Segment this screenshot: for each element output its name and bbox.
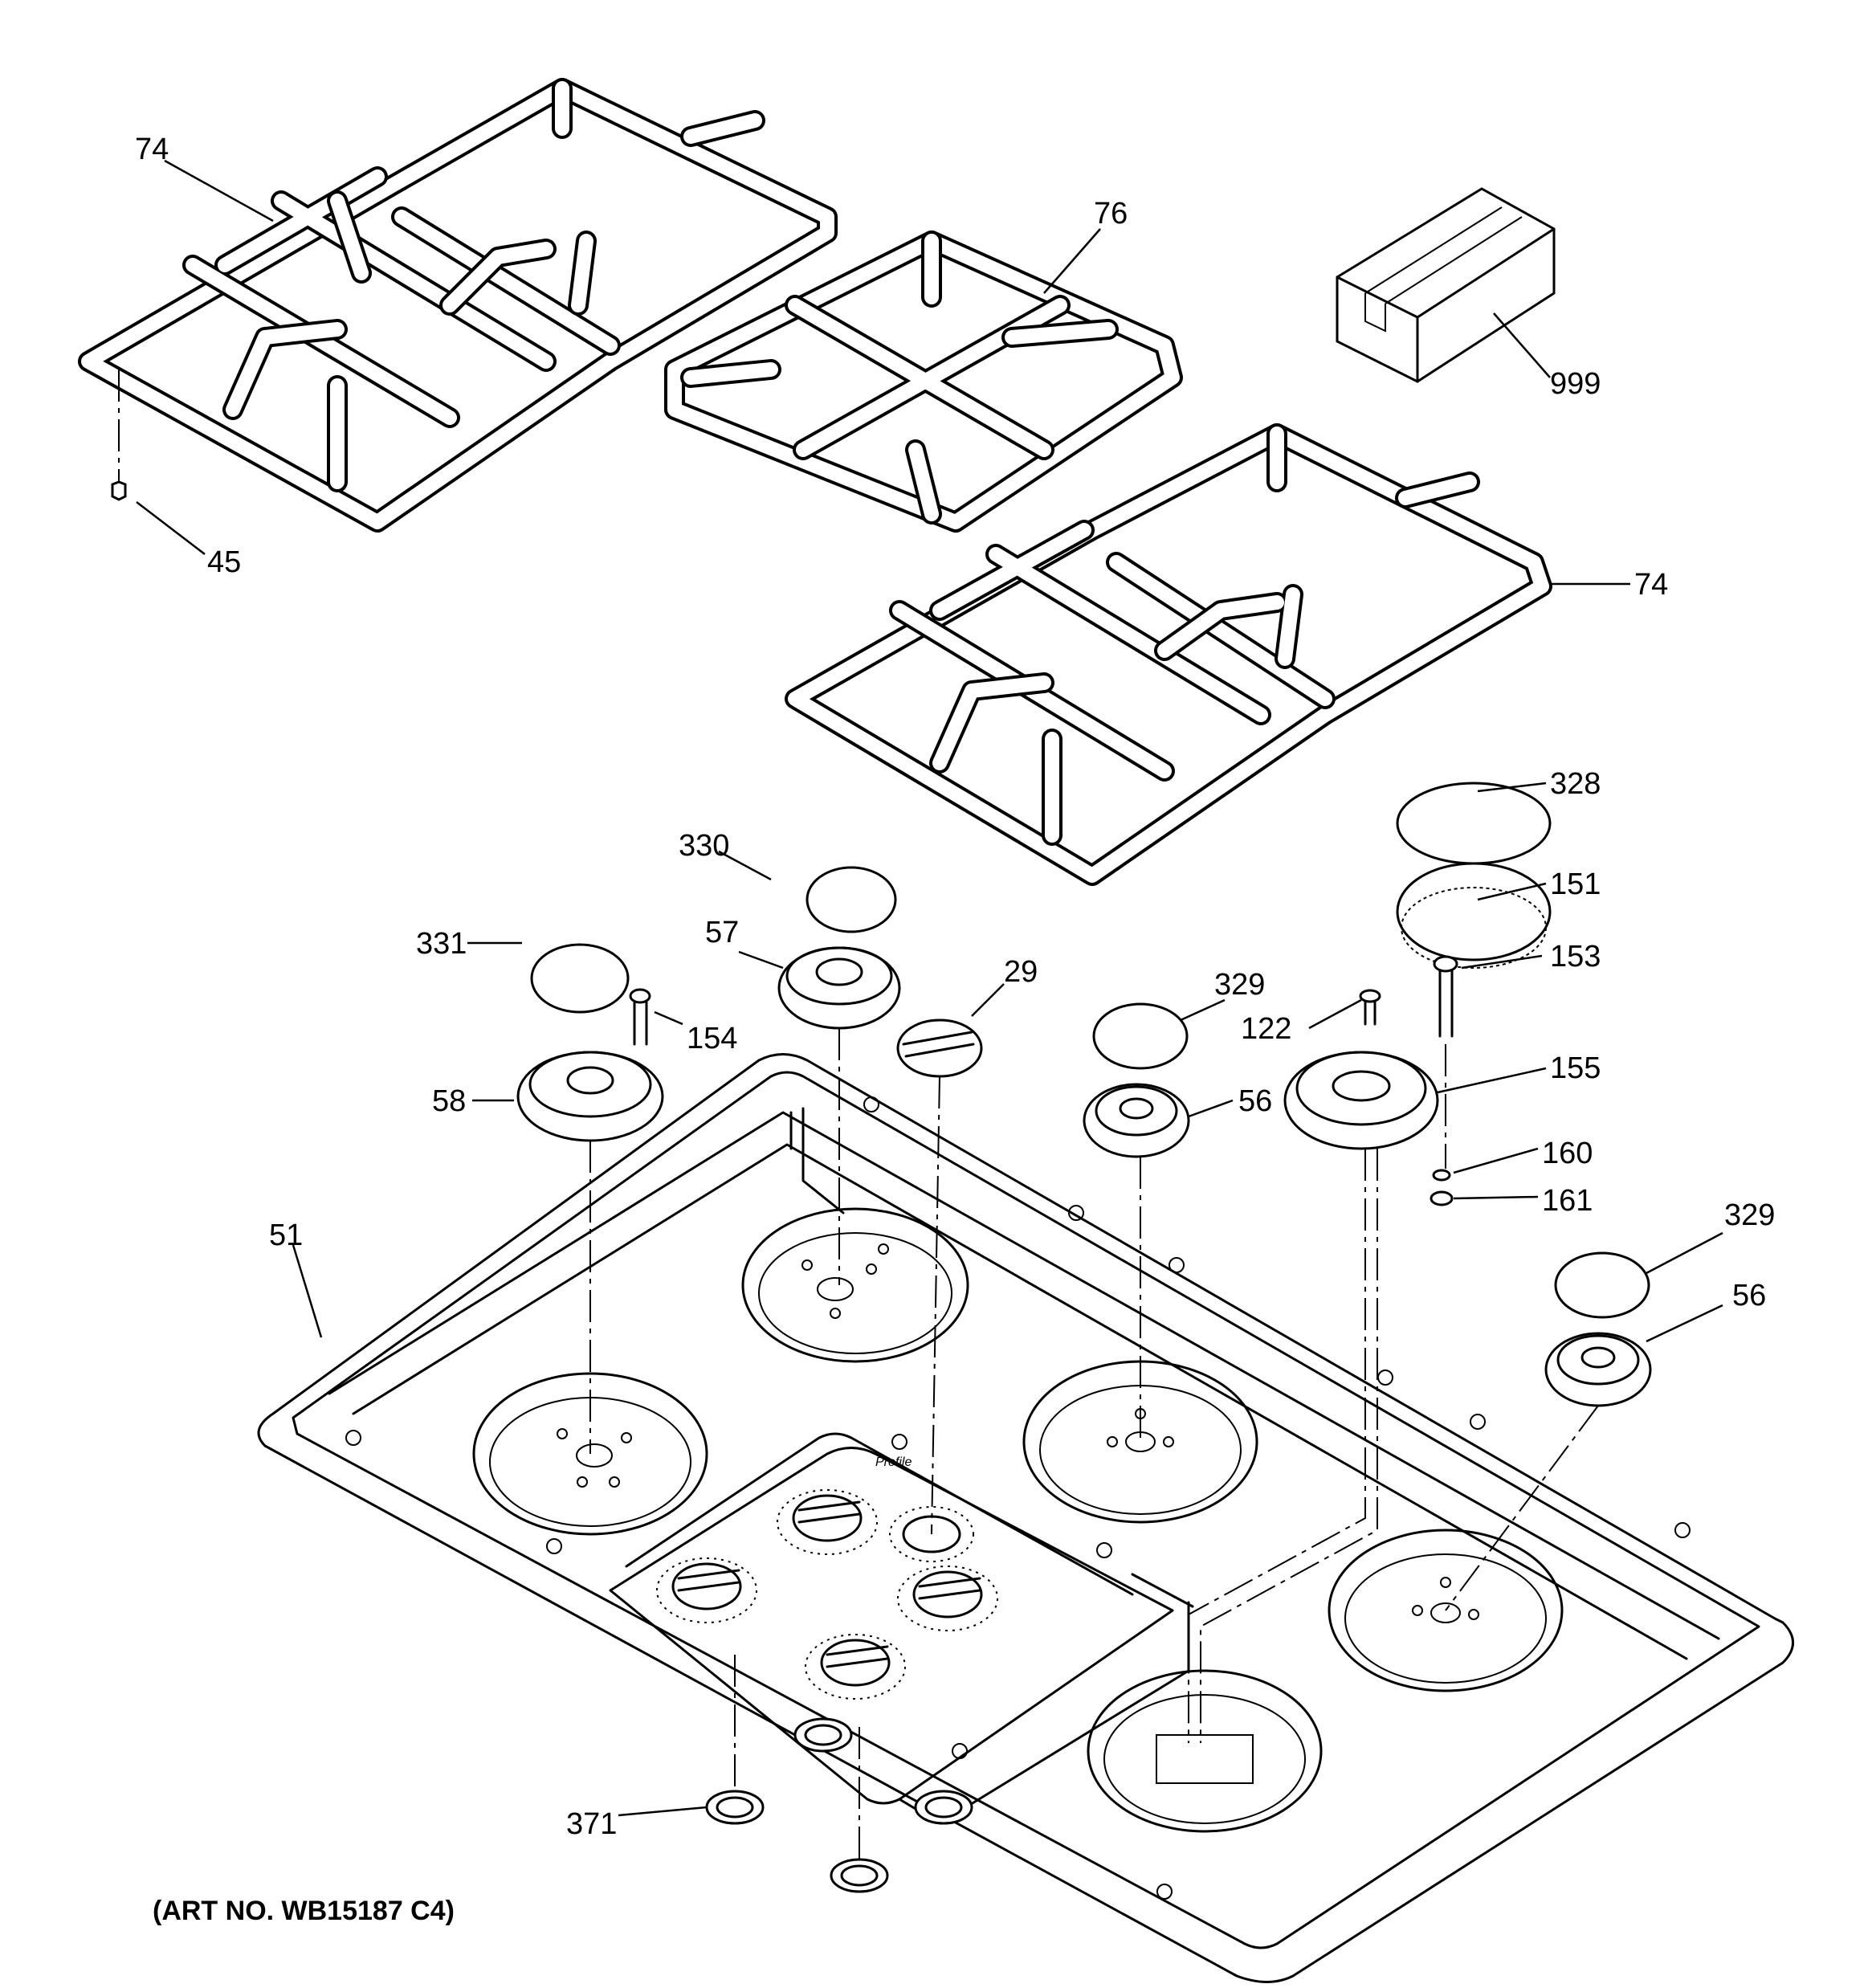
grate-left-74 [78, 78, 838, 533]
callout-58: 58 [432, 1084, 466, 1118]
burner-caps [111, 480, 1652, 1893]
callout-56-center: 56 [1238, 1084, 1272, 1118]
callout-155: 155 [1550, 1051, 1601, 1085]
callout-371: 371 [566, 1807, 617, 1841]
callout-labels: 74 76 999 45 74 328 330 151 331 57 29 32… [135, 133, 1775, 1926]
callout-153: 153 [1550, 940, 1601, 974]
callout-160: 160 [1542, 1137, 1593, 1170]
callout-161: 161 [1542, 1184, 1593, 1218]
callout-57: 57 [705, 916, 739, 949]
callout-122: 122 [1241, 1012, 1291, 1046]
grate-center-76 [664, 231, 1183, 533]
callout-76: 76 [1094, 197, 1128, 231]
callout-74-left: 74 [135, 133, 169, 166]
callout-328: 328 [1550, 767, 1601, 801]
callout-331: 331 [416, 927, 467, 961]
callout-74-right: 74 [1634, 568, 1668, 602]
grate-right-74 [785, 423, 1552, 886]
callout-329-center: 329 [1214, 968, 1265, 1002]
callout-45: 45 [207, 545, 241, 579]
callout-29: 29 [1004, 955, 1038, 989]
art-number: (ART NO. WB15187 C4) [153, 1896, 455, 1926]
parts-box-999 [1336, 187, 1556, 383]
callout-999: 999 [1550, 367, 1601, 401]
callout-51: 51 [269, 1219, 303, 1252]
callout-151: 151 [1550, 867, 1601, 901]
assembly-lines [118, 369, 1599, 1859]
callout-56-right: 56 [1732, 1279, 1766, 1312]
callout-154: 154 [687, 1022, 737, 1055]
callout-330: 330 [679, 829, 729, 863]
callout-329-right: 329 [1724, 1198, 1775, 1232]
brand-mark: Profile [875, 1455, 912, 1469]
leader-lines [136, 159, 1723, 1817]
cooktop-51 [257, 1053, 1794, 1983]
